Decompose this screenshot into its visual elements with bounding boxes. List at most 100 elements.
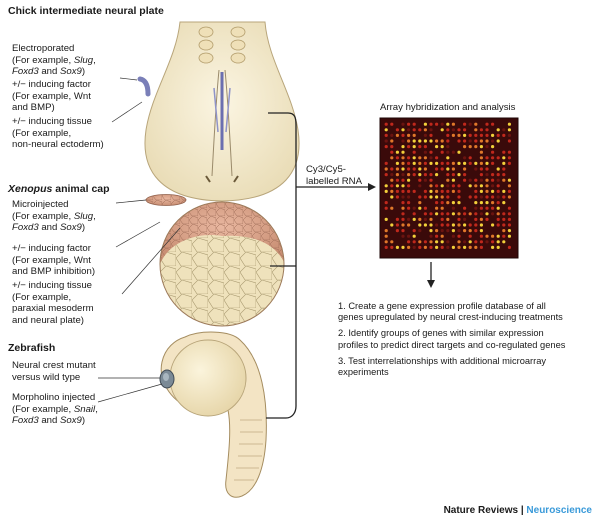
array-spot xyxy=(468,245,472,249)
array-spot xyxy=(440,139,444,143)
array-spot xyxy=(496,178,500,182)
array-spot xyxy=(463,223,467,227)
array-spot xyxy=(463,240,467,244)
chick-embryo xyxy=(137,21,300,202)
array-spot xyxy=(457,128,461,132)
array-spot xyxy=(479,167,483,171)
array-spot xyxy=(435,234,439,238)
array-spot xyxy=(474,245,478,249)
array-spot xyxy=(418,223,422,227)
array-spot xyxy=(412,156,416,160)
array-spot xyxy=(418,195,422,199)
array-spot xyxy=(507,139,511,143)
array-spot xyxy=(384,217,388,221)
array-spot xyxy=(401,229,405,233)
array-spot xyxy=(474,201,478,205)
array-spot xyxy=(468,229,472,233)
array-spot xyxy=(507,128,511,132)
array-spot xyxy=(440,201,444,205)
array-spot xyxy=(435,212,439,216)
tail-segments xyxy=(234,419,263,481)
array-spot xyxy=(496,184,500,188)
array-spot xyxy=(491,150,495,154)
array-spot xyxy=(384,133,388,137)
arrow-to-array xyxy=(296,183,376,191)
array-spot xyxy=(435,156,439,160)
array-spot xyxy=(435,223,439,227)
array-spot xyxy=(423,173,427,177)
array-spot xyxy=(479,201,483,205)
array-spot xyxy=(479,128,483,132)
array-spot xyxy=(440,240,444,244)
array-spot xyxy=(507,234,511,238)
array-spot xyxy=(491,223,495,227)
array-spot xyxy=(395,184,399,188)
array-spot xyxy=(407,156,411,160)
array-spot xyxy=(485,189,489,193)
array-spot xyxy=(479,195,483,199)
array-spot xyxy=(412,133,416,137)
array-spot xyxy=(479,240,483,244)
array-spot xyxy=(423,245,427,249)
array-spot xyxy=(395,150,399,154)
array-spot xyxy=(496,189,500,193)
array-spot xyxy=(457,217,461,221)
array-spot xyxy=(412,240,416,244)
array-spot xyxy=(491,189,495,193)
xenopus-inducing-tissue-label: +/− inducing tissue (For example, paraxi… xyxy=(12,280,94,326)
array-spot xyxy=(435,206,439,210)
array-spot xyxy=(401,195,405,199)
array-spot xyxy=(435,139,439,143)
array-spot xyxy=(407,184,411,188)
array-spot xyxy=(463,128,467,132)
array-spot xyxy=(407,201,411,205)
array-spot xyxy=(468,156,472,160)
array-spot xyxy=(429,122,433,126)
array-spot xyxy=(429,245,433,249)
array-spot xyxy=(468,195,472,199)
array-spot xyxy=(463,245,467,249)
array-spot xyxy=(435,145,439,149)
array-spot xyxy=(390,195,394,199)
array-spot xyxy=(491,139,495,143)
array-spot xyxy=(446,245,450,249)
array-spot xyxy=(496,167,500,171)
array-spot xyxy=(407,133,411,137)
array-spot xyxy=(384,240,388,244)
array-spot xyxy=(418,167,422,171)
array-spot xyxy=(418,145,422,149)
array-spot xyxy=(384,161,388,165)
array-spot xyxy=(412,229,416,233)
array-spot xyxy=(390,156,394,160)
array-spot xyxy=(491,156,495,160)
array-spot xyxy=(491,161,495,165)
array-spot xyxy=(451,229,455,233)
rna-label: Cy3/Cy5- labelled RNA xyxy=(306,164,362,187)
array-spot xyxy=(468,234,472,238)
array-spot xyxy=(451,206,455,210)
array-spot xyxy=(401,150,405,154)
array-spot xyxy=(485,173,489,177)
xenopus-heading: Xenopus animal cap xyxy=(8,183,110,195)
array-spot xyxy=(435,122,439,126)
array-spot xyxy=(491,133,495,137)
array-spot xyxy=(435,240,439,244)
array-spot xyxy=(451,245,455,249)
array-spot xyxy=(502,161,506,165)
array-spot xyxy=(401,206,405,210)
array-spot xyxy=(451,178,455,182)
array-spot xyxy=(468,133,472,137)
array-spot xyxy=(384,201,388,205)
array-spot xyxy=(418,173,422,177)
array-spot xyxy=(446,184,450,188)
array-spot xyxy=(474,240,478,244)
array-spot xyxy=(474,139,478,143)
array-spot xyxy=(468,178,472,182)
array-spot xyxy=(451,150,455,154)
array-spot xyxy=(496,139,500,143)
array-spot xyxy=(474,184,478,188)
array-spot xyxy=(395,128,399,132)
array-spot xyxy=(390,150,394,154)
array-spot xyxy=(412,145,416,149)
array-spot xyxy=(474,212,478,216)
